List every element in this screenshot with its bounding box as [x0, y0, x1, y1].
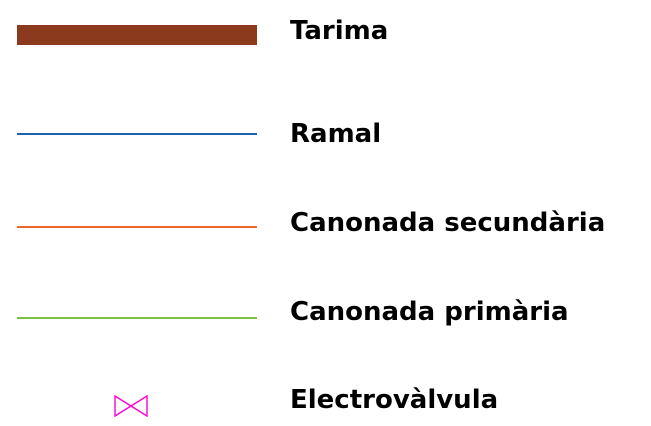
- legend-item-canonada-secundaria: Canonada secundària: [0, 210, 651, 236]
- electrovalvula-label: Electrovàlvula: [290, 385, 499, 415]
- tarima-swatch: [17, 25, 257, 45]
- legend-item-canonada-primaria: Canonada primària: [0, 299, 651, 325]
- canonada-primaria-label: Canonada primària: [290, 297, 569, 327]
- ramal-label: Ramal: [290, 119, 382, 149]
- tarima-label: Tarima: [290, 16, 389, 46]
- canonada-primaria-line: [17, 317, 257, 319]
- legend-item-ramal: Ramal: [0, 121, 651, 147]
- canonada-secundaria-line: [17, 226, 257, 228]
- electrovalve-icon: [114, 395, 148, 417]
- legend-item-tarima: Tarima: [0, 18, 651, 45]
- ramal-line: [17, 133, 257, 135]
- legend-item-electrovalvula: Electrovàlvula: [0, 387, 651, 417]
- canonada-secundaria-label: Canonada secundària: [290, 208, 606, 238]
